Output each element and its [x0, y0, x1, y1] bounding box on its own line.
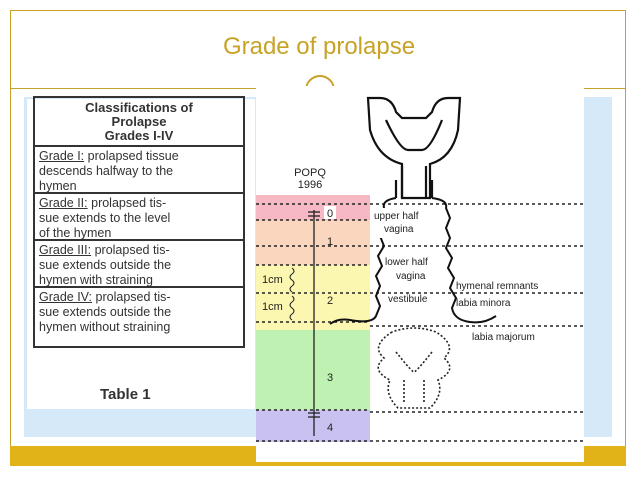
grade-text: of the hymen	[39, 226, 112, 240]
label-vestibule: vestibule	[388, 294, 428, 305]
title-rule-left	[10, 88, 303, 89]
band-stage-4	[256, 410, 370, 442]
label-vagina-upper: vagina	[384, 224, 414, 235]
stage-label: 4	[327, 422, 333, 434]
label-upper-half: upper half	[374, 211, 419, 222]
grade-text: prolapsed tis-	[87, 196, 167, 210]
label-hymenal-remnants: hymenal remnants	[456, 281, 538, 292]
measurement-label: 1cm	[262, 274, 283, 286]
grade-text: prolapsed tis-	[91, 243, 170, 257]
grade-label: Grade I:	[39, 149, 85, 163]
slide-title: Grade of prolapse	[222, 33, 416, 60]
table-header-line: Grades I-IV	[104, 128, 174, 143]
table-background	[27, 99, 255, 409]
table-row-grade-3: Grade III: prolapsed tis- sue extends ou…	[35, 241, 243, 288]
grade-label: Grade III:	[39, 243, 92, 257]
grade-text: descends halfway to the	[39, 164, 174, 178]
label-background	[371, 208, 433, 238]
table-header: Classifications of Prolapse Grades I-IV	[35, 98, 243, 147]
level-lines	[256, 203, 584, 442]
table-header-line: Classifications of	[85, 100, 193, 115]
table-row-grade-4: Grade IV: prolapsed tis- sue extends out…	[35, 288, 243, 346]
label-labia-majorum: labia majorum	[472, 332, 535, 343]
vaginal-wall-icon	[329, 197, 497, 325]
grade-text: hymen	[39, 179, 77, 193]
prolapse-outline-icon	[377, 327, 451, 409]
stage-label: 0	[327, 208, 333, 220]
uterus-outline-icon	[366, 96, 462, 200]
grade-text: prolapsed tis-	[92, 290, 171, 304]
measurement-label: 1cm	[262, 301, 283, 313]
popq-scale	[308, 210, 320, 436]
stage-0-box	[324, 206, 336, 219]
brace-icon	[289, 295, 295, 321]
grade-label: Grade IV:	[39, 290, 93, 304]
label-labia-minora: labia minora	[456, 298, 511, 309]
band-stage-3	[256, 330, 370, 410]
table-row-grade-2: Grade II: prolapsed tis- sue extends to …	[35, 194, 243, 241]
classification-table: Classifications of Prolapse Grades I-IV …	[33, 96, 245, 348]
grade-text: prolapsed tissue	[84, 149, 179, 163]
grade-text: sue extends outside the	[39, 258, 172, 272]
brace-icon	[289, 267, 295, 293]
band-stage-1	[256, 220, 370, 265]
label-lower-half: lower half	[385, 257, 428, 268]
popq-title: POPQ	[294, 167, 326, 179]
label-background	[383, 255, 439, 283]
popq-year: 1996	[298, 179, 322, 191]
stage-label: 2	[327, 295, 333, 307]
table-caption: Table 1	[100, 386, 151, 403]
grade-text: sue extends to the level	[39, 211, 171, 225]
table-row-grade-1: Grade I: prolapsed tissue descends halfw…	[35, 147, 243, 194]
grade-text: hymen without straining	[39, 320, 171, 334]
stage-label: 1	[327, 236, 333, 248]
stage-label: 3	[327, 372, 333, 384]
grade-label: Grade II:	[39, 196, 88, 210]
label-vagina-lower: vagina	[396, 271, 426, 282]
table-header-line: Prolapse	[111, 114, 167, 129]
grade-text: hymen with straining	[39, 273, 153, 287]
grade-text: sue extends outside the	[39, 305, 172, 319]
ornament-arc-icon	[305, 75, 335, 91]
